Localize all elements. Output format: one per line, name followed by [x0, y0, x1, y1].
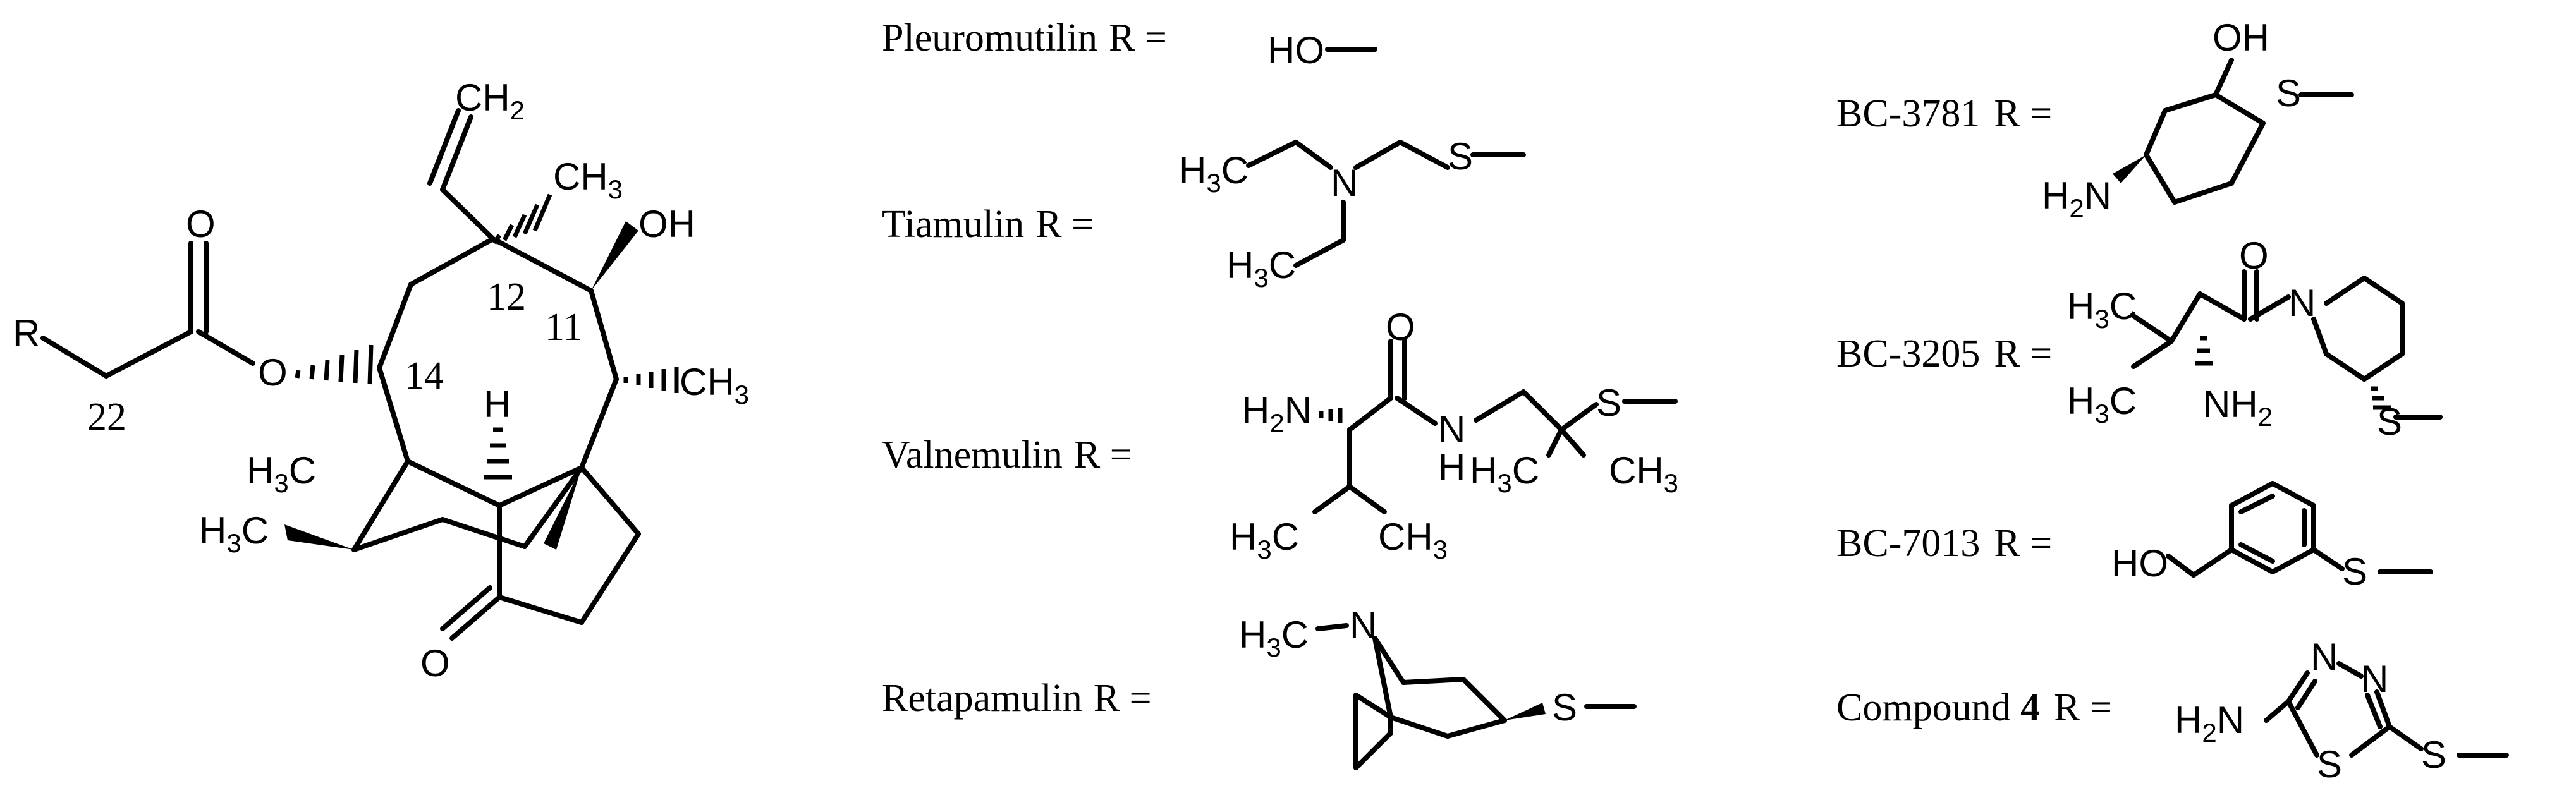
bc7013-s: S — [2342, 550, 2367, 593]
entry-eq: R = — [1994, 332, 2052, 375]
locant-11: 11 — [545, 306, 583, 349]
retapamulin-n: N — [1350, 604, 1377, 646]
locant-12: 12 — [487, 276, 526, 318]
svg-text:Compound 4R =: Compound 4 R = — [1836, 686, 2112, 729]
bc3205-s: S — [2377, 401, 2402, 443]
compound4-n-right: N — [2361, 658, 2388, 700]
tiamulin-h3c-top: H3C — [1179, 149, 1248, 198]
entry-bc7013: BC-7013 R = HO S — [1836, 481, 2433, 593]
ketone-oxygen: O — [420, 642, 450, 684]
compound4-h2n: H2N — [2175, 699, 2244, 748]
entry-tiamulin: Tiamulin R = N S H3C H3C — [882, 135, 1526, 293]
c6-methyl: H3C — [199, 509, 269, 558]
entry-compound-4: Compound 4 R = N N S S H2N — [1836, 636, 2509, 785]
hydroxyl-label: OH — [638, 203, 695, 245]
entry-name: BC-3205 — [1836, 332, 1980, 375]
tiamulin-s: S — [1448, 135, 1473, 178]
entry-retapamulin: Retapamulin R = H3C N S — [882, 604, 1637, 770]
valnemulin-nh: H — [1438, 446, 1465, 488]
tiamulin-n: N — [1331, 162, 1358, 204]
entry-valnemulin: Valnemulin R = H2N O N H S H3C CH3 H3C CH… — [882, 306, 1678, 564]
valnemulin-ch3-right: CH3 — [1609, 449, 1678, 498]
fragment-ho: HO — [1267, 29, 1324, 71]
ester-oxygen: O — [258, 351, 288, 394]
bc7013-ho: HO — [2111, 542, 2168, 585]
c12-methyl: CH3 — [553, 155, 623, 204]
locant-14: 14 — [405, 355, 444, 397]
entry-eq: R = — [1094, 677, 1152, 720]
entry-name: BC-3781 — [1836, 92, 1980, 135]
entry-bc3205: BC-3205 R = O N S NH2 H3C H3C — [1836, 234, 2443, 443]
tiamulin-h3c-bottom: H3C — [1226, 244, 1296, 293]
valnemulin-h3c-bottom: H3C — [1230, 516, 1299, 564]
vinyl-ch2: CH2 — [455, 76, 525, 125]
locant-22: 22 — [87, 396, 126, 439]
entry-name: BC-7013 — [1836, 522, 1980, 565]
bc3205-h3c-top: H3C — [2067, 285, 2137, 334]
entry-name: Retapamulin — [882, 677, 1082, 720]
bc3205-nh2: NH2 — [2203, 383, 2273, 432]
r-group-label: R — [13, 312, 40, 355]
valnemulin-n: N — [1438, 408, 1465, 451]
valnemulin-s: S — [1596, 382, 1621, 424]
compound4-n-left: N — [2310, 636, 2338, 678]
retapamulin-h3c: H3C — [1239, 614, 1309, 662]
entry-name: Compound — [1836, 686, 2020, 729]
compound4-s-link: S — [2421, 734, 2446, 776]
entry-pleuromutilin: Pleuromutilin R = HO — [882, 16, 1377, 71]
retapamulin-s: S — [1552, 686, 1577, 729]
compound4-s-ring: S — [2317, 743, 2342, 785]
entry-eq: R = — [2054, 686, 2112, 729]
valnemulin-h3c: H3C — [1470, 449, 1539, 498]
bc3205-h3c-bottom: H3C — [2067, 380, 2137, 428]
valnemulin-h2n: H2N — [1242, 389, 1312, 438]
bc3781-oh: OH — [2213, 16, 2269, 59]
valnemulin-ch3-bottom: CH3 — [1378, 516, 1448, 564]
core-scaffold: R O O O OH H CH2 CH3 CH3 H3C H3C 22 14 1… — [13, 76, 749, 684]
entry-bc3781: BC-3781 R = OH S H2N — [1836, 16, 2354, 223]
entry-eq: R = — [1035, 203, 1094, 246]
entry-name: Pleuromutilin — [882, 16, 1097, 59]
entry-name: Valnemulin — [882, 433, 1063, 476]
entry-eq: R = — [1994, 92, 2052, 135]
bc3781-s: S — [2276, 72, 2301, 114]
bridgehead-h: H — [484, 383, 511, 425]
bc3205-n: N — [2288, 282, 2316, 324]
bc3205-o: O — [2239, 234, 2269, 277]
entry-eq: R = — [1994, 522, 2052, 565]
carbonyl-oxygen: O — [186, 203, 216, 245]
c10-methyl: CH3 — [680, 361, 749, 409]
entry-bold-number: 4 — [2020, 686, 2040, 729]
bc3781-h2n: H2N — [2042, 174, 2111, 223]
entry-eq: R = — [1074, 433, 1132, 476]
c5-methyl: H3C — [247, 449, 316, 498]
entry-eq: R = — [1109, 16, 1167, 59]
entry-name: Tiamulin — [882, 203, 1024, 246]
valnemulin-o: O — [1386, 306, 1415, 348]
